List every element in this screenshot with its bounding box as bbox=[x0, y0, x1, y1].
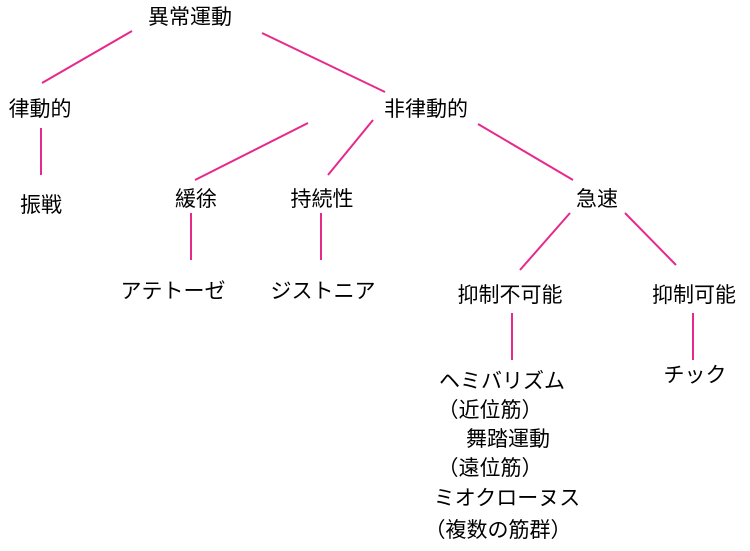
edge-rapid-not-suppressible bbox=[519, 212, 571, 271]
node-rapid: 急速 bbox=[576, 187, 618, 211]
node-chorea: 舞踏運動 bbox=[466, 427, 550, 451]
node-tic: チック bbox=[663, 363, 727, 387]
edge-nonrhythmic-rapid bbox=[477, 123, 574, 181]
node-nonrhythmic: 非律動的 bbox=[384, 97, 468, 121]
node-chorea-note: （遠位筋） bbox=[437, 456, 543, 480]
node-rhythmic: 律動的 bbox=[8, 97, 72, 121]
edge-nonrhythmic-slow bbox=[194, 122, 309, 181]
edge-nonrhythmic-sustained bbox=[327, 119, 374, 176]
edge-rapid-suppressible bbox=[624, 212, 677, 266]
node-sustained: 持続性 bbox=[290, 187, 354, 211]
node-myoclonus-note: （複数の筋群） bbox=[424, 518, 572, 542]
node-athetosis: アテトーゼ bbox=[120, 279, 226, 303]
edge-root-nonrhythmic bbox=[261, 32, 386, 93]
node-dystonia: ジストニア bbox=[270, 279, 376, 303]
edge-root-rhythmic bbox=[41, 30, 133, 84]
node-not-suppressible: 抑制不可能 bbox=[457, 283, 563, 307]
node-slow: 緩徐 bbox=[175, 187, 217, 211]
node-root: 異常運動 bbox=[148, 5, 232, 29]
node-hemiballismus: ヘミバリズム bbox=[439, 369, 565, 393]
node-suppressible: 抑制可能 bbox=[652, 283, 736, 307]
node-hemiballismus-note: （近位筋） bbox=[437, 398, 543, 422]
node-myoclonus: ミオクローヌス bbox=[433, 486, 581, 510]
node-tremor: 振戦 bbox=[20, 193, 62, 217]
